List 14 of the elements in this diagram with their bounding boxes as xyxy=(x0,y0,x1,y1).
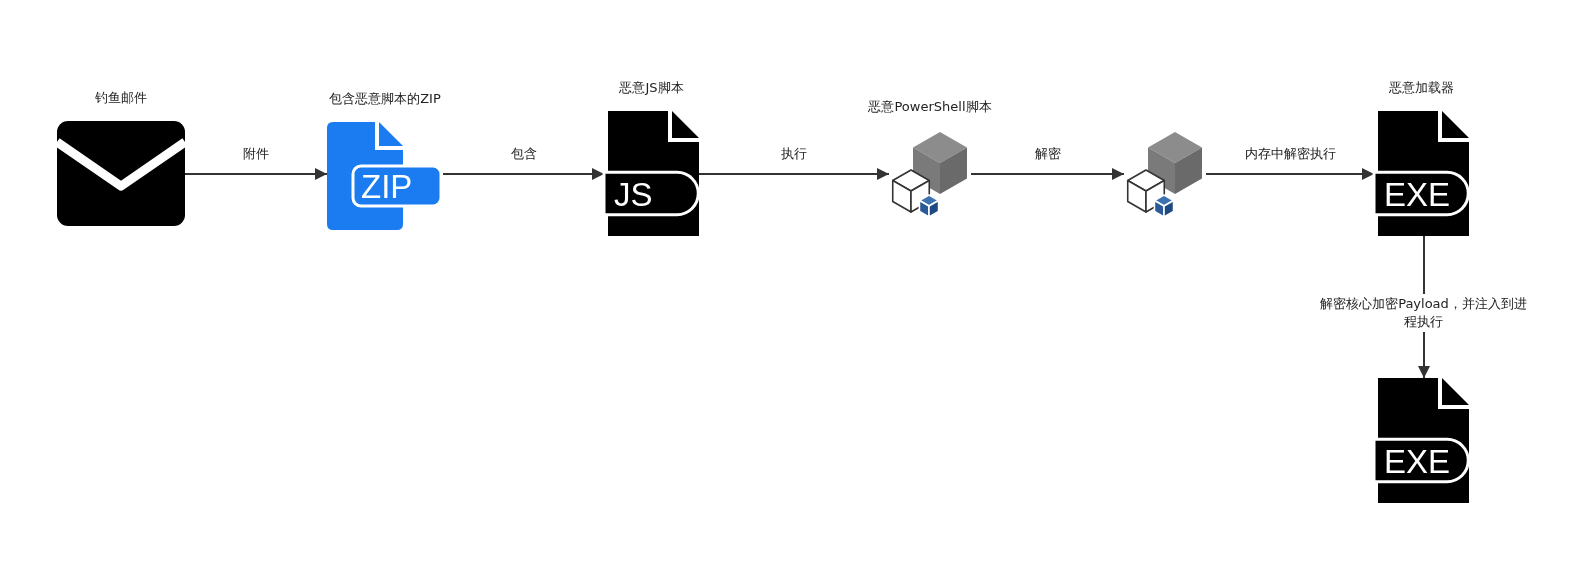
node-title: 恶意PowerShell脚本 xyxy=(868,98,992,116)
file-type-label: EXE xyxy=(1384,445,1451,479)
arrow xyxy=(970,168,1125,180)
node-title: 恶意加载器 xyxy=(1389,79,1454,97)
file-type-label: JS xyxy=(614,178,653,212)
file-type-label: ZIP xyxy=(361,170,413,203)
file-type-label: EXE xyxy=(1384,178,1451,212)
node-title: 钓鱼邮件 xyxy=(95,89,147,107)
arrow xyxy=(184,168,328,180)
arrow xyxy=(698,168,890,180)
node-title: 包含恶意脚本的ZIP xyxy=(329,90,441,108)
arrow xyxy=(442,168,605,180)
arrow xyxy=(1205,168,1375,180)
node-title: 恶意JS脚本 xyxy=(619,79,684,97)
